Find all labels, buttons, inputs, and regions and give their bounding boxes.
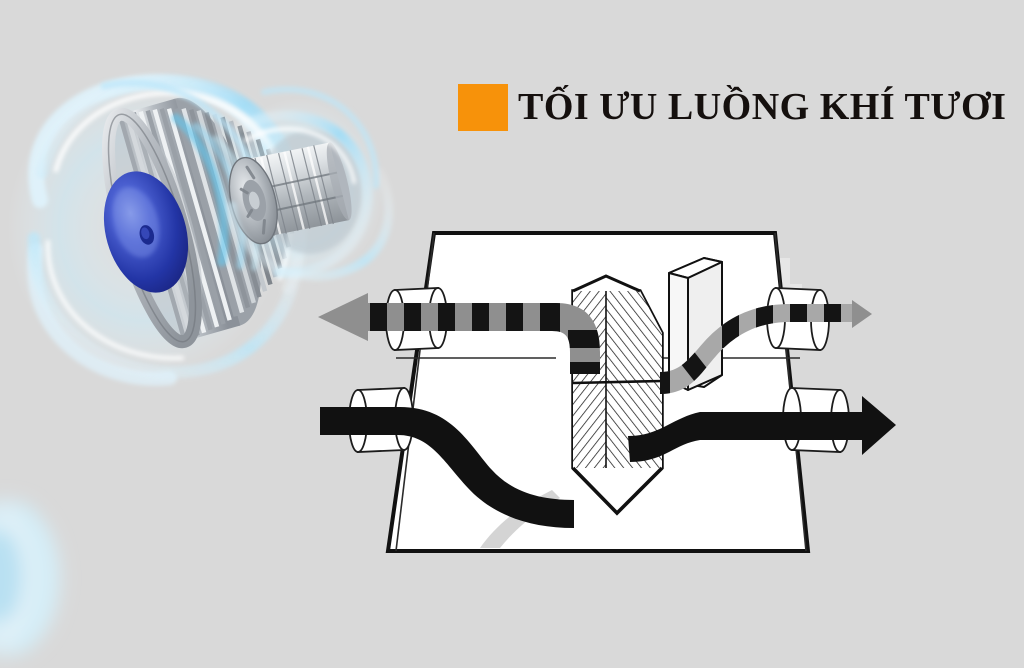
blower-motor — [216, 86, 394, 282]
bottom-left-airflow-glow — [0, 500, 60, 656]
air-filter-panel — [668, 257, 723, 391]
fresh-air-in-arrow — [320, 407, 574, 528]
title-text: TỐI ƯU LUỒNG KHÍ TƯƠI — [518, 85, 1007, 128]
supply-air-out-arrow — [628, 396, 896, 462]
blower-hub — [103, 171, 189, 293]
title-bullet-square — [458, 84, 508, 131]
exhaust-air-out-arrow — [318, 293, 600, 374]
hrv-unit-diagram — [318, 231, 896, 553]
motor-airflow-swirls — [227, 86, 394, 281]
page-title: TỐI ƯU LUỒNG KHÍ TƯƠI — [458, 84, 1006, 131]
